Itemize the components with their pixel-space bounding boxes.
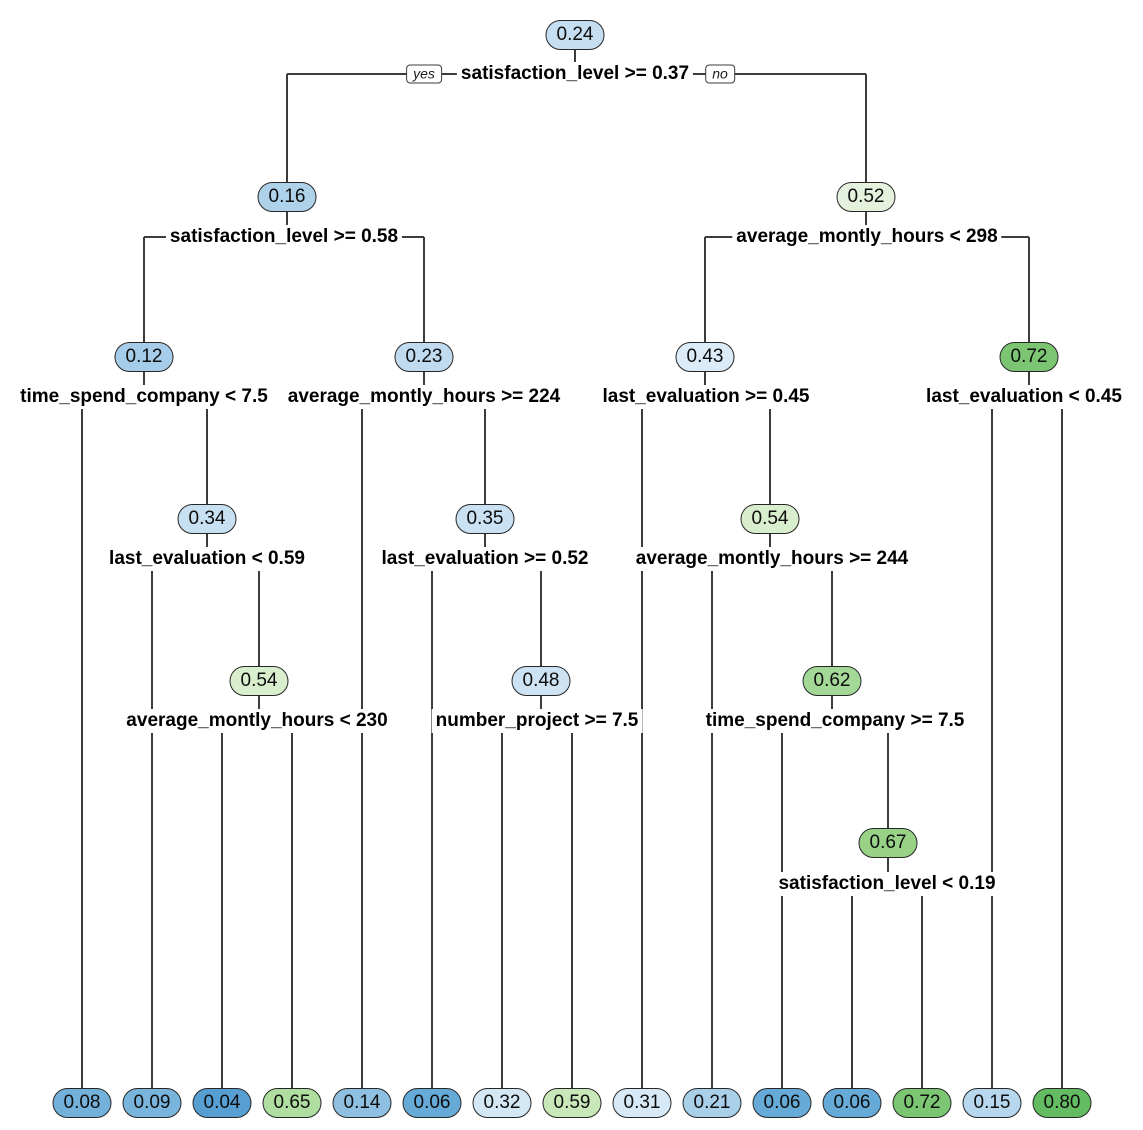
split-condition-label: time_spend_company >= 7.5 [701,709,969,733]
branch-line-v [501,721,503,1088]
branch-line-v [851,884,853,1088]
branch-line-v [221,721,223,1088]
no-branch-badge: no [705,64,735,84]
branch-line-v [258,559,260,666]
leaf-node: 0.15 [962,1088,1022,1118]
tree-node: 0.48 [511,666,571,696]
split-condition-label: average_montly_hours < 298 [732,225,1002,249]
branch-line-v [921,884,923,1088]
tree-node: 0.72 [999,342,1059,372]
tree-node: 0.54 [740,504,800,534]
branch-line-v [704,237,706,342]
tree-node: 0.35 [455,504,515,534]
branch-line-v [206,534,208,559]
branch-line-v [484,534,486,559]
leaf-node: 0.06 [822,1088,882,1118]
split-condition-label: last_evaluation >= 0.52 [377,547,593,571]
branch-line-v [769,534,771,559]
branch-line-v [286,212,288,237]
branch-line-v [641,397,643,1088]
branch-line-v [151,559,153,1088]
branch-line-v [361,397,363,1088]
tree-node: 0.43 [675,342,735,372]
leaf-node: 0.04 [192,1088,252,1118]
branch-line-v [206,397,208,504]
branch-line-v [831,696,833,721]
split-condition-label: average_montly_hours < 230 [122,709,392,733]
leaf-node: 0.65 [262,1088,322,1118]
branch-line-v [887,721,889,828]
branch-line-v [484,397,486,504]
branch-line-v [781,721,783,1088]
branch-line-v [711,559,713,1088]
branch-line-v [81,397,83,1088]
split-condition-label: number_project >= 7.5 [431,709,643,733]
leaf-node: 0.06 [402,1088,462,1118]
branch-line-v [143,237,145,342]
leaf-node: 0.08 [52,1088,112,1118]
leaf-node: 0.14 [332,1088,392,1118]
tree-node: 0.24 [545,20,605,50]
branch-line-v [431,559,433,1088]
leaf-node: 0.80 [1032,1088,1092,1118]
branch-line-v [865,74,867,182]
split-condition-label: last_evaluation < 0.59 [105,547,309,571]
leaf-node: 0.21 [682,1088,742,1118]
leaf-node: 0.59 [542,1088,602,1118]
split-condition-label: satisfaction_level < 0.19 [774,872,1000,896]
tree-node: 0.23 [394,342,454,372]
branch-line-v [291,721,293,1088]
split-condition-label: last_evaluation < 0.45 [922,385,1126,409]
split-condition-label: satisfaction_level >= 0.58 [165,225,403,249]
split-condition-label: average_montly_hours >= 244 [631,547,913,571]
split-condition-label: time_spend_company < 7.5 [16,385,272,409]
branch-line-v [423,372,425,397]
branch-line-v [286,74,288,182]
tree-node: 0.62 [802,666,862,696]
branch-line-v [540,559,542,666]
branch-line-v [887,858,889,884]
branch-line-v [1028,372,1030,397]
branch-line-v [258,696,260,721]
branch-line-v [1061,397,1063,1088]
leaf-node: 0.72 [892,1088,952,1118]
split-condition-label: last_evaluation >= 0.45 [598,385,814,409]
branch-line-v [423,237,425,342]
leaf-node: 0.32 [472,1088,532,1118]
tree-node: 0.54 [229,666,289,696]
tree-node: 0.67 [858,828,918,858]
tree-node: 0.12 [114,342,174,372]
yes-branch-badge: yes [406,64,442,84]
branch-line-v [571,721,573,1088]
tree-node: 0.34 [177,504,237,534]
leaf-node: 0.09 [122,1088,182,1118]
tree-node: 0.16 [257,182,317,212]
branch-line-v [831,559,833,666]
split-condition-label: average_montly_hours >= 224 [283,385,565,409]
branch-line-v [1028,237,1030,342]
leaf-node: 0.06 [752,1088,812,1118]
branch-line-v [865,212,867,237]
branch-line-v [704,372,706,397]
branch-line-v [540,696,542,721]
branch-line-v [769,397,771,504]
split-condition-label: satisfaction_level >= 0.37 [456,62,694,86]
branch-line-v [143,372,145,397]
leaf-node: 0.31 [612,1088,672,1118]
branch-line-v [991,397,993,1088]
tree-node: 0.52 [836,182,896,212]
